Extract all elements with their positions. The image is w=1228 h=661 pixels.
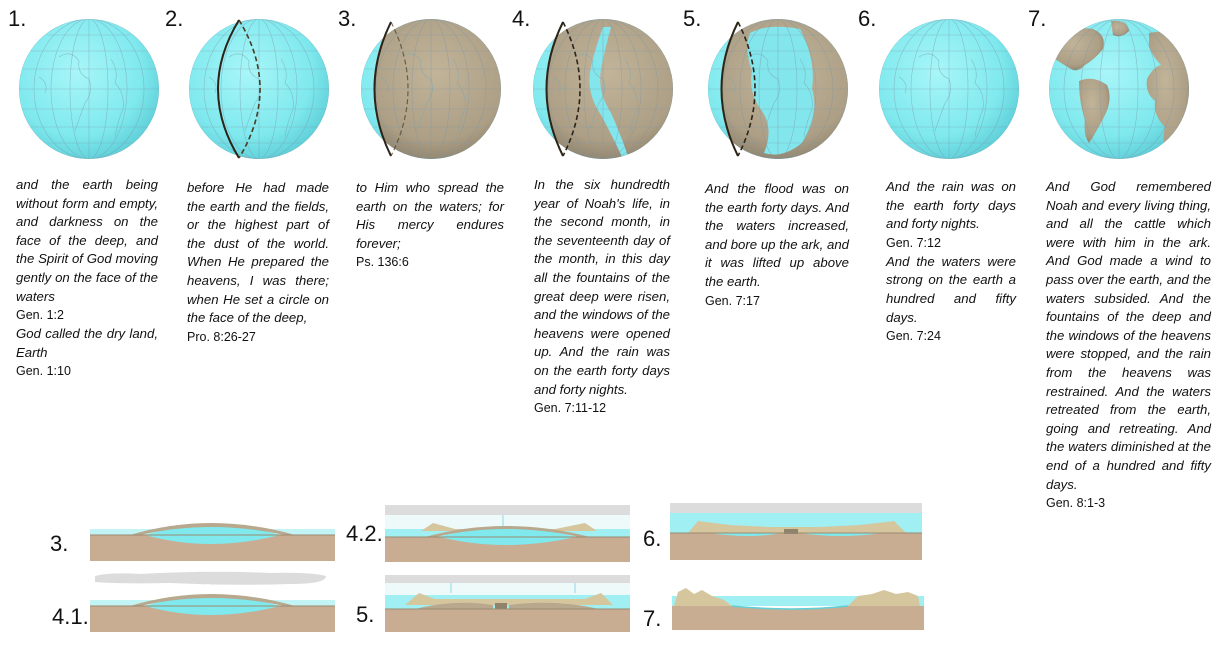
verse-text: And the waters were strong on the earth …	[886, 253, 1016, 325]
verse-text: and the earth being without form and emp…	[16, 177, 158, 304]
globe-flood	[708, 19, 848, 159]
verse-reference: Gen. 7:24	[886, 329, 941, 344]
verse-panel-7: And God remembered Noah and every living…	[1046, 178, 1211, 513]
section-label-4-1: 4.1.	[52, 604, 89, 629]
globe-number-3: 3.	[338, 6, 357, 31]
verse-reference: Pro. 8:26-27	[187, 329, 256, 344]
globe-fountains-burst	[533, 19, 673, 159]
section-label-5: 5.	[356, 602, 375, 627]
verse-reference: Gen. 7:11-12	[534, 401, 607, 416]
section-label-7: 7.	[643, 606, 662, 631]
globe-land-spread	[361, 19, 501, 159]
verse-panel-4: In the six hundredth year of Noah's life…	[534, 176, 670, 418]
cross-section-3	[90, 523, 335, 561]
verse-reference: Gen. 1:10	[16, 364, 71, 379]
verse-panel-1: and the earth being without form and emp…	[16, 176, 158, 381]
globe-number-1: 1.	[8, 6, 27, 31]
verse-text: In the six hundredth year of Noah's life…	[534, 177, 670, 397]
section-label-3: 3.	[50, 531, 69, 556]
cross-section-6	[670, 503, 922, 560]
verse-reference: Gen. 7:17	[705, 293, 760, 308]
verse-panel-3: to Him who spread the earth on the water…	[356, 179, 504, 272]
globe-number-2: 2.	[165, 6, 184, 31]
cross-section-5	[385, 575, 630, 632]
verse-panel-2: before He had made the earth and the fie…	[187, 179, 329, 347]
verse-reference: Ps. 136:6	[356, 255, 409, 270]
verse-reference: Gen. 1:2	[16, 308, 64, 323]
globe-continents	[1049, 19, 1189, 159]
globe-number-6: 6.	[858, 6, 877, 31]
cross-section-4-1	[90, 571, 335, 632]
section-label-6: 6.	[643, 526, 662, 551]
verse-reference: Gen. 7:12	[886, 235, 941, 250]
verse-text: And God remembered Noah and every living…	[1046, 179, 1211, 492]
globe-waters-prevail	[879, 19, 1019, 159]
verse-reference: Gen. 8:1-3	[1046, 496, 1106, 511]
section-label-4-2: 4.2.	[346, 521, 383, 546]
globe-number-7: 7.	[1028, 6, 1047, 31]
globe-circle-on-deep	[189, 19, 329, 159]
verse-text: to Him who spread the earth on the water…	[356, 180, 504, 251]
globe-water-world	[19, 19, 159, 159]
verse-text: And the rain was on the earth forty days…	[886, 179, 1016, 232]
verse-text: And the flood was on the earth forty day…	[705, 181, 849, 289]
verse-panel-6: And the rain was on the earth forty days…	[886, 178, 1016, 346]
verse-text: before He had made the earth and the fie…	[187, 180, 329, 326]
globe-number-5: 5.	[683, 6, 702, 31]
verse-text: God called the dry land, Earth	[16, 326, 158, 360]
globe-number-4: 4.	[512, 6, 531, 31]
cross-section-7	[672, 588, 924, 630]
cross-section-4-2	[385, 505, 630, 562]
verse-panel-5: And the flood was on the earth forty day…	[705, 180, 849, 311]
